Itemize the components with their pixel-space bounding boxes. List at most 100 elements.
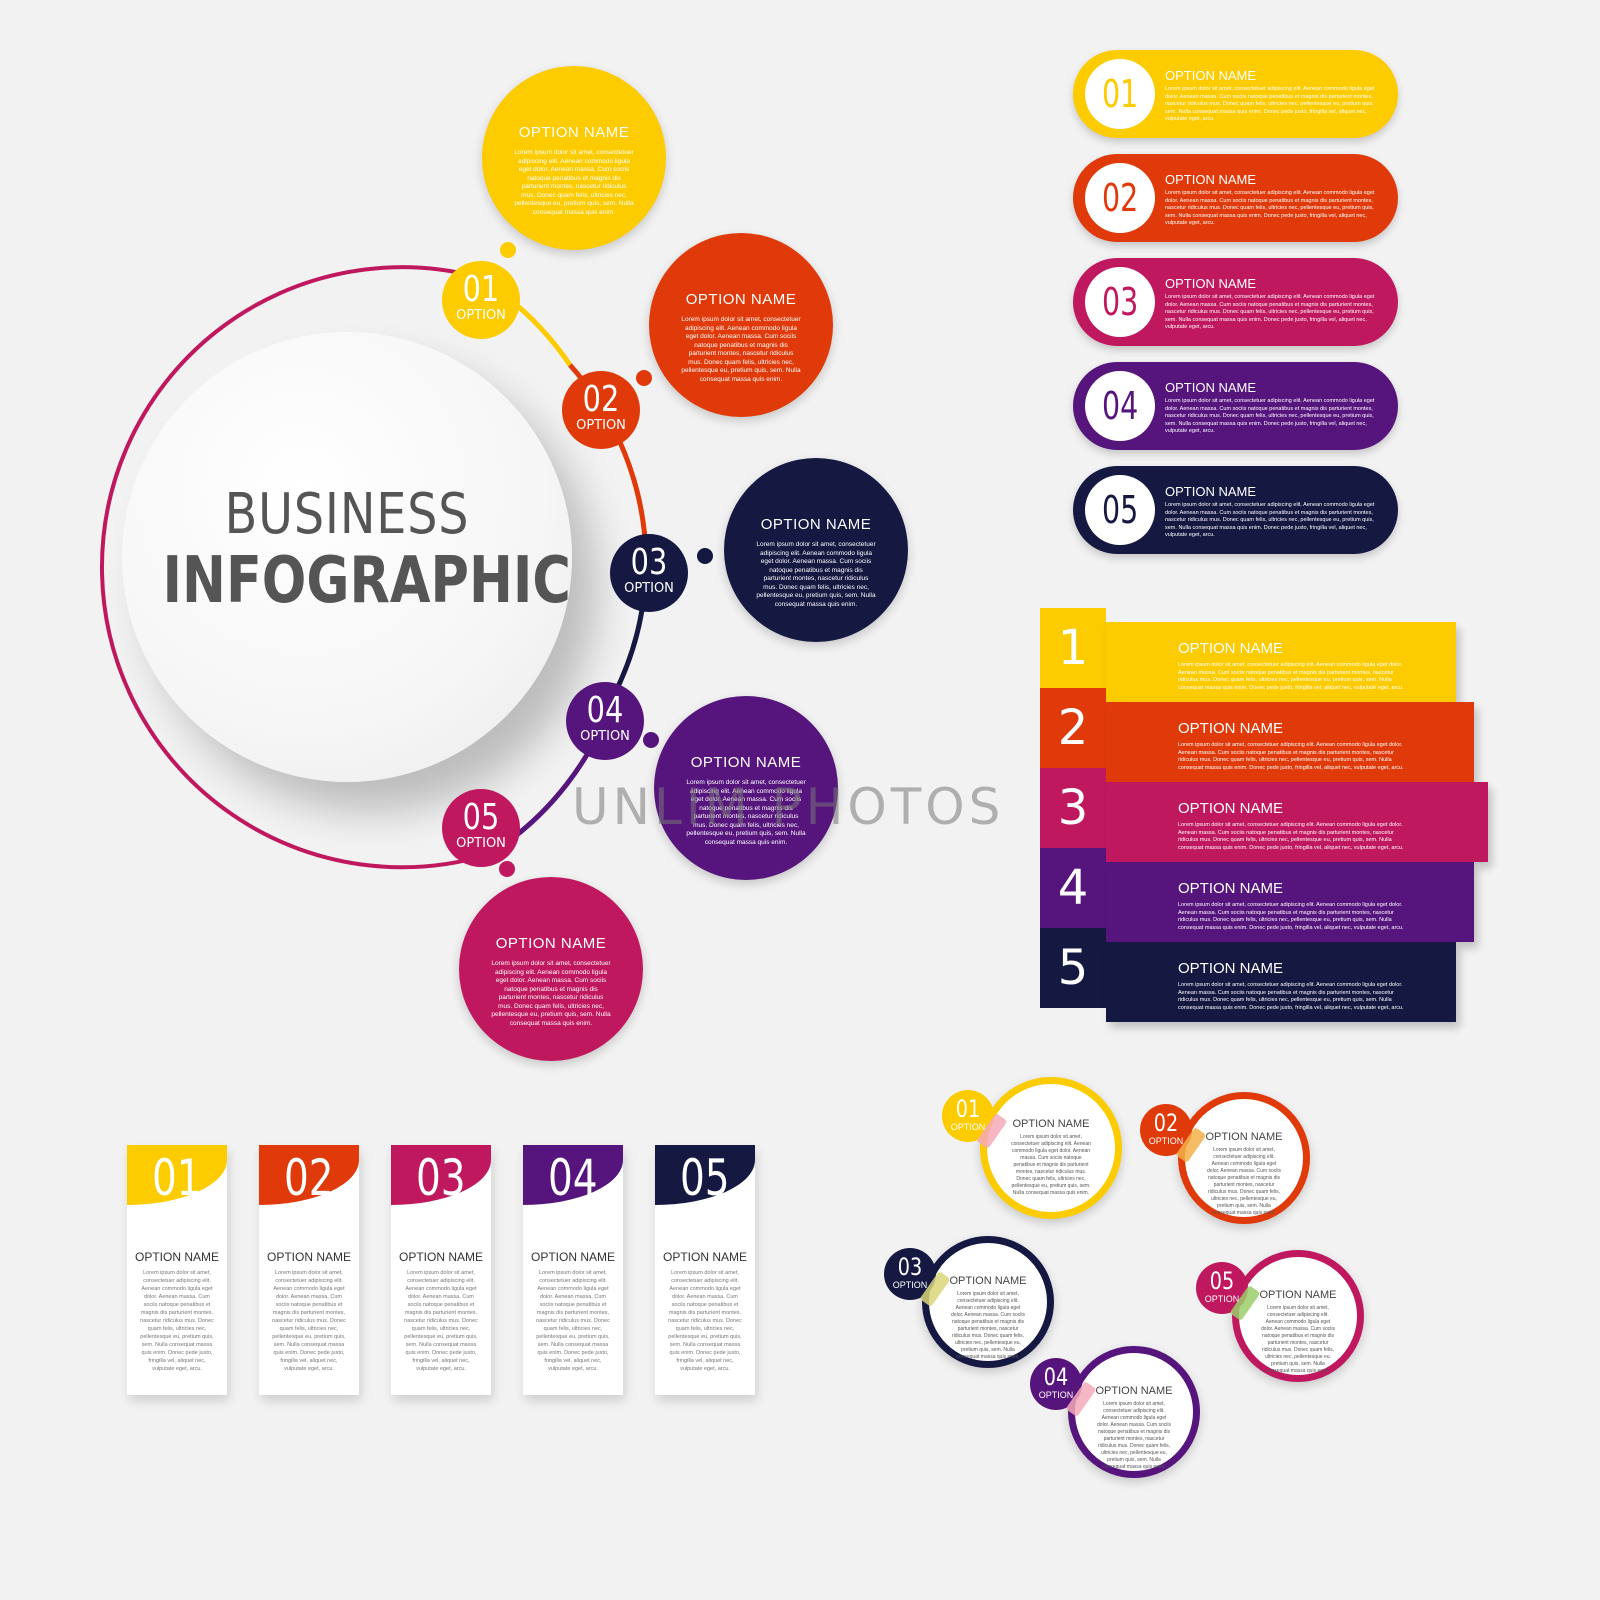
option-title: OPTION NAME	[685, 291, 797, 308]
pill-body: Lorem ipsum dolor sit amet, consectetuer…	[1165, 502, 1375, 538]
marker-label: OPTION	[576, 418, 626, 433]
ribbon-band-4: OPTION NAME Lorem ipsum dolor sit amet, …	[1106, 862, 1474, 942]
card-body: Lorem ipsum dolor sit amet, consectetuer…	[404, 1270, 478, 1372]
badge-num: 05	[1209, 1267, 1235, 1295]
ring-marker-05: 05 OPTION	[442, 789, 520, 867]
option-title: OPTION NAME	[518, 124, 630, 141]
badge-title: OPTION NAME	[1205, 1131, 1283, 1143]
ribbon-title: OPTION NAME	[1178, 720, 1284, 737]
marker-label: OPTION	[456, 308, 506, 323]
option-body: Lorem ipsum dolor sit amet, consectetuer…	[514, 149, 634, 216]
ribbon-number-4: 4	[1040, 848, 1106, 928]
outer-ring-arc	[99, 265, 491, 870]
option-circle-05: OPTION NAME Lorem ipsum dolor sit amet, …	[459, 877, 643, 1061]
option-body: Lorem ipsum dolor sit amet, consectetuer…	[491, 960, 611, 1027]
badge-body: Lorem ipsum dolor sit amet, consectetuer…	[1207, 1147, 1281, 1216]
badge-num: 02	[1153, 1109, 1179, 1137]
badge-title: OPTION NAME	[1259, 1289, 1337, 1301]
connector-dot	[643, 732, 659, 748]
card-number: 03	[391, 1145, 491, 1207]
pill-body: Lorem ipsum dolor sit amet, consectetuer…	[1165, 86, 1375, 122]
ring-marker-03: 03 OPTION	[610, 534, 688, 612]
card-number: 02	[259, 1145, 359, 1207]
card-number: 05	[655, 1145, 755, 1207]
badge-label: OPTION	[950, 1122, 986, 1132]
title-business: BUSINESS	[224, 482, 470, 547]
ribbon-number-5: 5	[1040, 928, 1106, 1008]
badge-ring-01: OPTION NAME Lorem ipsum dolor sit amet, …	[980, 1077, 1122, 1219]
pill-item-02: 02 OPTION NAME Lorem ipsum dolor sit ame…	[1073, 154, 1398, 242]
badge-num: 01	[955, 1095, 981, 1123]
option-circle-01: OPTION NAME Lorem ipsum dolor sit amet, …	[482, 66, 666, 250]
ribbon-body: Lorem ipsum dolor sit amet, consectetuer…	[1178, 982, 1404, 1011]
badge-ring-04: OPTION NAME Lorem ipsum dolor sit amet, …	[1068, 1346, 1200, 1478]
badge-num: 03	[897, 1253, 923, 1281]
ribbon-title: OPTION NAME	[1178, 800, 1284, 817]
ribbon-body: Lorem ipsum dolor sit amet, consectetuer…	[1178, 902, 1404, 931]
card-title: OPTION NAME	[266, 1250, 351, 1264]
ribbon-body: Lorem ipsum dolor sit amet, consectetuer…	[1178, 742, 1404, 771]
badge-title: OPTION NAME	[1095, 1385, 1173, 1397]
badge-title: OPTION NAME	[1012, 1118, 1090, 1130]
connector-dot	[499, 861, 515, 877]
card-title: OPTION NAME	[134, 1250, 219, 1264]
ribbon-body: Lorem ipsum dolor sit amet, consectetuer…	[1178, 822, 1404, 851]
card-number: 01	[127, 1145, 227, 1207]
ribbon-title: OPTION NAME	[1178, 880, 1284, 897]
option-circle-04: OPTION NAME Lorem ipsum dolor sit amet, …	[654, 696, 838, 880]
badge-num: 04	[1043, 1363, 1069, 1391]
marker-number: 04	[586, 690, 624, 731]
ribbon-band-3: OPTION NAME Lorem ipsum dolor sit amet, …	[1106, 782, 1488, 862]
ring-marker-02: 02 OPTION	[562, 371, 640, 449]
card-body: Lorem ipsum dolor sit amet, consectetuer…	[536, 1270, 610, 1372]
pill-number: 04	[1085, 371, 1155, 441]
pill-body: Lorem ipsum dolor sit amet, consectetuer…	[1165, 190, 1375, 226]
option-circle-03: OPTION NAME Lorem ipsum dolor sit amet, …	[724, 458, 908, 642]
connector-dot	[697, 548, 713, 564]
card-04: 04 OPTION NAME Lorem ipsum dolor sit ame…	[523, 1145, 623, 1395]
badge-label: OPTION	[1148, 1136, 1184, 1146]
pill-title: OPTION NAME	[1165, 68, 1257, 83]
card-02: 02 OPTION NAME Lorem ipsum dolor sit ame…	[259, 1145, 359, 1395]
badge-body: Lorem ipsum dolor sit amet, consectetuer…	[951, 1291, 1025, 1360]
badge-ring-02: OPTION NAME Lorem ipsum dolor sit amet, …	[1178, 1092, 1310, 1224]
marker-number: 02	[582, 379, 620, 420]
pill-number: 01	[1085, 59, 1155, 129]
ribbon-number-2: 2	[1040, 688, 1106, 768]
badge-body: Lorem ipsum dolor sit amet, consectetuer…	[1261, 1305, 1335, 1374]
badge-label: OPTION	[1038, 1390, 1074, 1400]
pill-item-01: 01 OPTION NAME Lorem ipsum dolor sit ame…	[1073, 50, 1398, 138]
card-05: 05 OPTION NAME Lorem ipsum dolor sit ame…	[655, 1145, 755, 1395]
ribbon-band-2: OPTION NAME Lorem ipsum dolor sit amet, …	[1106, 702, 1474, 782]
badge-body: Lorem ipsum dolor sit amet, consectetuer…	[1011, 1134, 1091, 1196]
badge-title: OPTION NAME	[949, 1275, 1027, 1287]
ribbon-number-3: 3	[1040, 768, 1106, 848]
pill-number: 03	[1085, 267, 1155, 337]
card-03: 03 OPTION NAME Lorem ipsum dolor sit ame…	[391, 1145, 491, 1395]
card-01: 01 OPTION NAME Lorem ipsum dolor sit ame…	[127, 1145, 227, 1395]
card-body: Lorem ipsum dolor sit amet, consectetuer…	[140, 1270, 214, 1372]
marker-label: OPTION	[456, 836, 506, 851]
pill-item-03: 03 OPTION NAME Lorem ipsum dolor sit ame…	[1073, 258, 1398, 346]
ribbon-title: OPTION NAME	[1178, 960, 1284, 977]
card-title: OPTION NAME	[398, 1250, 483, 1264]
option-title: OPTION NAME	[760, 516, 872, 533]
card-number: 04	[523, 1145, 623, 1207]
marker-number: 03	[630, 542, 668, 583]
ribbon-band-1: OPTION NAME Lorem ipsum dolor sit amet, …	[1106, 622, 1456, 702]
option-circle-02: OPTION NAME Lorem ipsum dolor sit amet, …	[649, 233, 833, 417]
option-title: OPTION NAME	[690, 754, 802, 771]
connector-dot	[500, 242, 516, 258]
marker-number: 01	[462, 269, 500, 310]
option-body: Lorem ipsum dolor sit amet, consectetuer…	[686, 779, 806, 846]
marker-number: 05	[462, 797, 500, 838]
pill-title: OPTION NAME	[1165, 276, 1257, 291]
pill-title: OPTION NAME	[1165, 484, 1257, 499]
option-body: Lorem ipsum dolor sit amet, consectetuer…	[756, 541, 876, 608]
marker-label: OPTION	[624, 581, 674, 596]
title-infographic: INFOGRAPHIC	[162, 544, 571, 618]
pill-number: 05	[1085, 475, 1155, 545]
watermark-text: UNLIM PHOTOS	[572, 778, 1005, 836]
badge-ring-03: OPTION NAME Lorem ipsum dolor sit amet, …	[922, 1236, 1054, 1368]
ring-marker-04: 04 OPTION	[566, 682, 644, 760]
